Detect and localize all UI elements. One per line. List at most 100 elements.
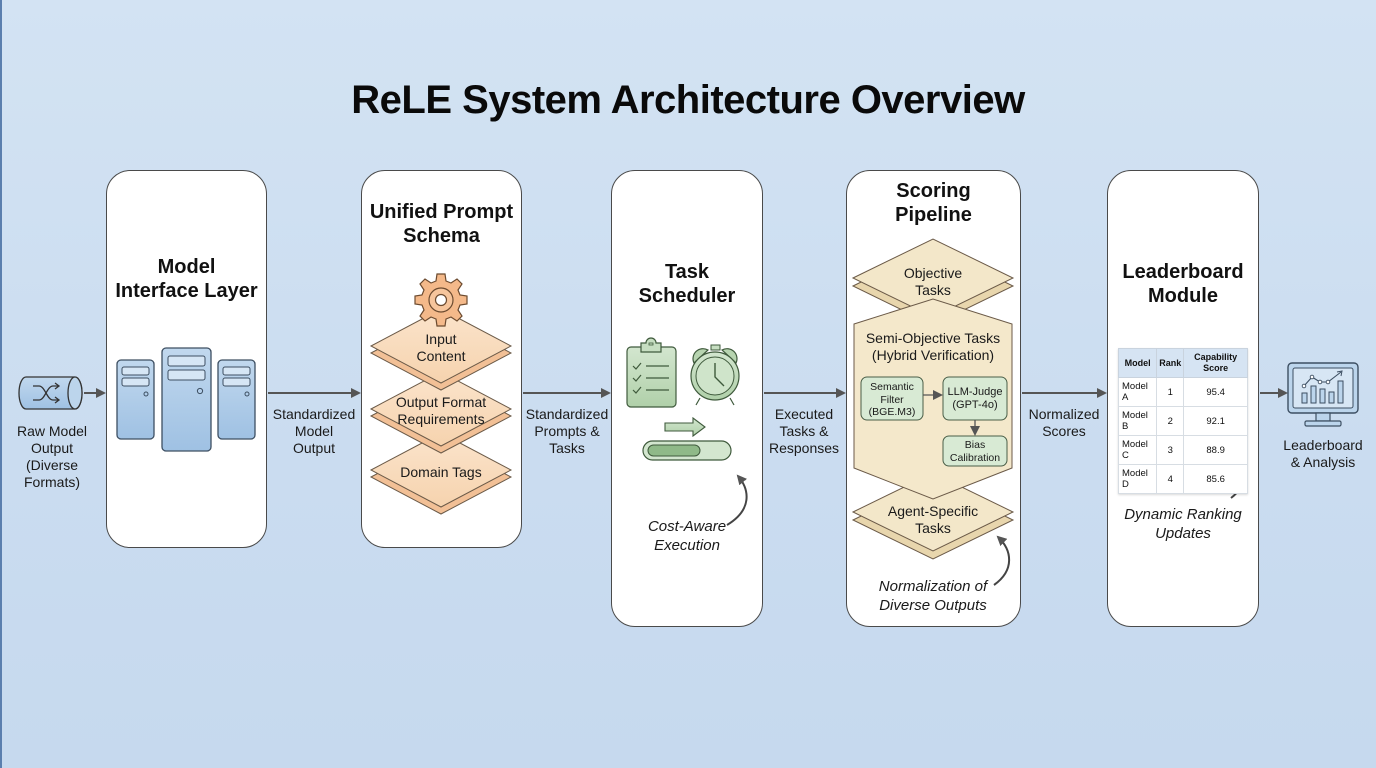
label-line: Output — [30, 440, 74, 456]
cell-score: 92.1 — [1183, 406, 1248, 436]
title-line: Leaderboard — [1122, 261, 1244, 283]
cell-rank: 3 — [1156, 435, 1185, 465]
prompt-layer-input-content — [369, 308, 513, 391]
agent-specific-tasks-layer — [851, 472, 1015, 560]
alarm-clock-icon — [690, 344, 740, 406]
label-line: Standardized — [525, 406, 609, 422]
note-line: Dynamic Ranking — [1124, 506, 1242, 523]
table-row: Model C 3 88.9 — [1117, 435, 1248, 465]
prompt-layer-domain-tags — [369, 432, 513, 515]
note-line: Normalization of — [878, 578, 988, 595]
label-line: Formats) — [24, 474, 80, 490]
label-line: (GPT-4o) — [952, 399, 998, 411]
label-line: Leaderboard — [1283, 437, 1363, 453]
note-cost-aware-execution: Cost-Aware Execution — [626, 517, 748, 555]
leaderboard-table: Model Rank Capability Score Model A 1 95… — [1117, 348, 1248, 494]
label-line: Tasks & — [779, 423, 829, 439]
label-line: & Analysis — [1290, 454, 1356, 470]
label-line: Domain Tags — [400, 464, 482, 480]
label-line: Standardized — [272, 406, 356, 422]
label-line: Executed — [774, 406, 834, 422]
table-row: Model B 2 92.1 — [1117, 406, 1248, 436]
cell-model: Model C — [1117, 435, 1158, 465]
label-line: Normalized — [1028, 406, 1100, 422]
title-line: Interface Layer — [115, 280, 258, 302]
note-line: Cost-Aware — [647, 518, 727, 535]
cell-rank: 4 — [1156, 464, 1185, 494]
cell-rank: 2 — [1156, 406, 1185, 436]
label-line: Bias — [964, 439, 986, 451]
objective-tasks-label: Objective Tasks — [883, 265, 983, 299]
label-line: Scores — [1042, 423, 1086, 439]
semantic-filter-label: Semantic Filter (BGE.M3) — [861, 381, 923, 419]
bias-calibration-label: Bias Calibration — [943, 439, 1007, 464]
cell-model: Model D — [1117, 464, 1158, 494]
note-line: Diverse Outputs — [879, 597, 987, 614]
label-line: Responses — [768, 440, 840, 456]
gear-icon — [414, 273, 468, 327]
progress-bar-icon — [642, 440, 732, 461]
label-line: Output — [292, 440, 336, 456]
output-label: Leaderboard & Analysis — [1273, 437, 1373, 471]
panel-title-leaderboard: Leaderboard Module — [1108, 260, 1258, 308]
cell-rank: 1 — [1156, 377, 1185, 407]
arrow-right-icon — [664, 416, 706, 438]
panel-title-prompt-schema: Unified Prompt Schema — [362, 200, 521, 248]
title-line: Scoring — [896, 180, 971, 202]
label-line: LLM-Judge — [947, 386, 1003, 398]
title-line: Model — [157, 256, 216, 278]
label-line: Output Format — [395, 394, 487, 410]
agent-specific-tasks-label: Agent-Specific Tasks — [868, 503, 998, 537]
connector-label-normalized-scores: Normalized Scores — [1016, 406, 1112, 440]
curved-arrow-normalization — [993, 535, 1011, 586]
title-line: Pipeline — [895, 204, 972, 226]
label-line: Semi-Objective Tasks — [865, 330, 1001, 346]
panel-task-scheduler: Task Scheduler — [611, 170, 763, 627]
prompt-layer-label-input-content: Input Content — [391, 331, 491, 365]
cell-model: Model A — [1117, 377, 1158, 407]
note-dynamic-ranking: Dynamic Ranking Updates — [1112, 505, 1254, 543]
label-line: Tasks — [915, 520, 951, 536]
label-line: Filter — [880, 393, 904, 406]
table-row: Model D 4 85.6 — [1117, 464, 1248, 494]
note-line: Execution — [654, 537, 720, 554]
label-line: Raw Model — [16, 423, 88, 439]
connector-label-standardized-output: Standardized Model Output — [266, 406, 362, 457]
table-header-row: Model Rank Capability Score — [1117, 348, 1248, 378]
diagram-title: ReLE System Architecture Overview — [351, 78, 1025, 122]
prompt-layer-label-output-format: Output Format Requirements — [381, 394, 501, 428]
shuffle-database-icon — [18, 376, 83, 410]
title-line: Schema — [403, 225, 480, 247]
title-line: Task — [664, 261, 710, 283]
clipboard-checklist-icon — [626, 337, 677, 408]
title-line: Unified Prompt — [369, 201, 514, 223]
cell-score: 85.6 — [1183, 464, 1248, 494]
note-normalization: Normalization of Diverse Outputs — [858, 577, 1008, 615]
prompt-layer-label-domain-tags: Domain Tags — [381, 464, 501, 481]
cell-score: 95.4 — [1183, 377, 1248, 407]
note-line: Updates — [1155, 525, 1211, 542]
label-line: Semantic — [870, 381, 914, 393]
bias-calibration-box — [942, 435, 1008, 467]
label-line: Input — [425, 331, 457, 347]
label-line: Model — [294, 423, 334, 439]
header-model: Model — [1117, 348, 1158, 378]
label-line: Calibration — [949, 451, 1001, 464]
semantic-filter-box — [860, 376, 924, 421]
llm-judge-label: LLM-Judge (GPT-4o) — [943, 386, 1007, 412]
connector-label-prompts-tasks: Standardized Prompts & Tasks — [519, 406, 615, 457]
label-line: (Diverse — [25, 457, 79, 473]
panel-title-scoring-pipeline: Scoring Pipeline — [847, 179, 1020, 227]
label-line: Objective — [903, 265, 963, 281]
header-rank: Rank — [1156, 348, 1185, 378]
header-capability-score: Capability Score — [1183, 348, 1248, 378]
label-line: (Hybrid Verification) — [871, 347, 995, 363]
label-line: Agent-Specific — [887, 503, 979, 519]
label-line: Prompts & — [534, 423, 600, 439]
label-line: Content — [416, 348, 466, 364]
prompt-layer-output-format — [369, 371, 513, 454]
title-line: Scheduler — [638, 285, 736, 307]
title-line: Module — [1148, 285, 1218, 307]
table-row: Model A 1 95.4 — [1117, 377, 1248, 407]
